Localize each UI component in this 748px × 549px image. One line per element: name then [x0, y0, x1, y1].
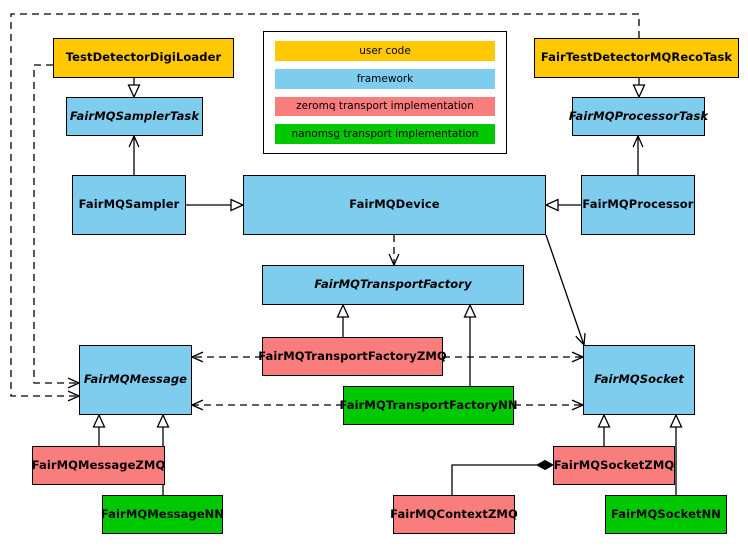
class-label: FairMQSocketZMQ [553, 457, 675, 472]
edge-FairMQTransportFactoryNN-to-FairMQSocket [514, 399, 584, 411]
class-label: TestDetectorDigiLoader [65, 50, 222, 65]
edge-TestDetectorDigiLoader-to-FairMQSamplerTask [127, 78, 141, 99]
class-box-FairMQMessageZMQ[interactable]: FairMQMessageZMQ [32, 446, 165, 485]
class-label: FairMQTransportFactoryZMQ [258, 348, 447, 363]
edge-FairMQContextZMQ-to-FairMQSocketZMQ [451, 459, 555, 495]
class-box-TestDetectorDigiLoader[interactable]: TestDetectorDigiLoader [53, 38, 234, 78]
class-box-FairMQContextZMQ[interactable]: FairMQContextZMQ [390, 495, 518, 534]
class-box-FairMQSampler[interactable]: FairMQSampler [72, 175, 186, 235]
edge-FairTestDetectorMQRecoTask-to-FairMQProcessorTask [632, 78, 646, 99]
class-box-FairMQMessageNN[interactable]: FairMQMessageNN [100, 495, 225, 534]
class-label: FairMQTransportFactoryNN [339, 397, 518, 412]
edge-FairMQSocketZMQ-to-FairMQSocket [597, 413, 611, 446]
edge-FairMQSampler-to-FairMQDevice [186, 198, 245, 212]
class-box-FairTestDetectorMQRecoTask[interactable]: FairTestDetectorMQRecoTask [534, 38, 739, 78]
class-box-FairMQSocket[interactable]: FairMQSocket [583, 345, 695, 415]
class-label: FairTestDetectorMQRecoTask [540, 50, 733, 65]
legend-label-zeromq: zeromq transport implementation [296, 100, 474, 113]
class-box-FairMQDevice[interactable]: FairMQDevice [243, 175, 546, 235]
edge-FairMQDevice-to-FairMQSocket [545, 234, 586, 346]
edge-FairMQProcessor-to-FairMQProcessorTask [632, 135, 644, 175]
class-box-FairMQTransportFactory[interactable]: FairMQTransportFactory [262, 265, 524, 305]
class-label: FairMQDevice [349, 197, 440, 212]
class-label: FairMQProcessor [582, 197, 694, 212]
legend-swatch-framework: framework [275, 68, 495, 89]
edge-FairMQMessageZMQ-to-FairMQMessage [92, 413, 106, 446]
legend-swatch-nanomsg: nanomsg transport implementation [275, 124, 495, 144]
class-label: FairMQSamplerTask [69, 108, 200, 123]
class-box-FairMQProcessor[interactable]: FairMQProcessor [581, 175, 695, 235]
class-box-FairMQSocketNN[interactable]: FairMQSocketNN [605, 495, 727, 534]
class-label: FairMQProcessorTask [568, 108, 709, 123]
class-box-FairMQMessage[interactable]: FairMQMessage [79, 345, 192, 415]
edge-FairMQTransportFactoryZMQ-to-FairMQSocket [443, 351, 584, 363]
edge-FairMQTransportFactoryZMQ-to-FairMQTransportFactory [336, 303, 350, 337]
class-box-FairMQSocketZMQ[interactable]: FairMQSocketZMQ [553, 446, 675, 485]
edge-FairMQTransportFactoryNN-to-FairMQMessage [191, 399, 343, 411]
legend-label-framework: framework [356, 72, 414, 85]
edge-FairMQTransportFactoryZMQ-to-FairMQMessage [191, 351, 262, 363]
class-label: FairMQSocket [594, 372, 684, 387]
legend-swatch-zeromq: zeromq transport implementation [275, 96, 495, 117]
class-box-FairMQTransportFactoryNN[interactable]: FairMQTransportFactoryNN [339, 386, 517, 425]
class-box-FairMQTransportFactoryZMQ[interactable]: FairMQTransportFactoryZMQ [258, 337, 447, 376]
class-label: FairMQSocketNN [610, 506, 722, 521]
class-label: FairMQTransportFactory [314, 277, 472, 292]
class-label: FairMQMessage [83, 372, 188, 387]
class-label: FairMQMessageNN [100, 506, 225, 521]
legend-panel: user code framework zeromq transport imple… [263, 31, 507, 154]
legend-label-nanomsg: nanomsg transport implementation [291, 128, 479, 141]
edge-FairMQProcessor-to-FairMQDevice [544, 198, 581, 212]
class-box-FairMQProcessorTask[interactable]: FairMQProcessorTask [568, 97, 709, 136]
edge-FairMQTransportFactoryNN-to-FairMQTransportFactory [463, 303, 477, 386]
legend-swatch-user_code: user code [275, 41, 495, 61]
legend-label-user_code: user code [359, 44, 411, 57]
edge-FairMQSampler-to-FairMQSamplerTask [128, 135, 140, 175]
edge-FairMQDevice-to-FairMQTransportFactory [388, 235, 400, 266]
class-box-FairMQSamplerTask[interactable]: FairMQSamplerTask [66, 97, 203, 136]
class-label: FairMQSampler [78, 197, 180, 212]
class-label: FairMQMessageZMQ [31, 457, 166, 472]
class-label: FairMQContextZMQ [390, 506, 518, 521]
